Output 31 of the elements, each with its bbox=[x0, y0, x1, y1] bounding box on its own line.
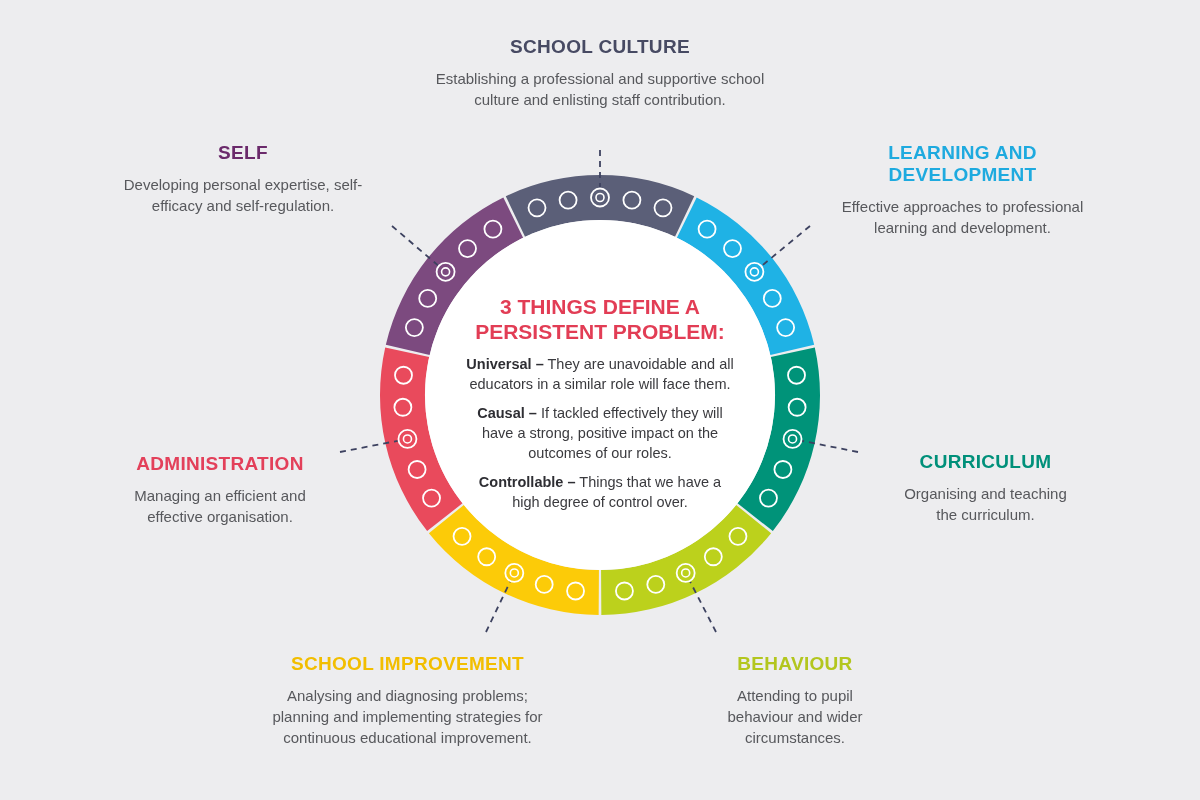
definition-text: Controllable – Things that we have a high degree of control over. bbox=[477, 473, 723, 512]
category-description: Establishing a professional and supportive school culture and enlisting staff contribution. bbox=[434, 69, 766, 110]
leader-line bbox=[689, 580, 717, 633]
leader-line bbox=[391, 225, 439, 267]
leader-line bbox=[339, 439, 399, 453]
category-heading: CURRICULUM bbox=[919, 451, 1052, 473]
leader-line bbox=[801, 440, 859, 453]
target-icon bbox=[782, 429, 803, 449]
category-description: Developing personal expertise, self-efficacy and self-regulation. bbox=[122, 175, 364, 216]
center-title: 3 THINGS DEFINE A PERSISTENT PROBLEM: bbox=[475, 294, 725, 344]
category-description: Analysing and diagnosing problems; planning and implementing strategies for continuous educational improvement. bbox=[271, 686, 544, 748]
category-description: Organising and teaching the curriculum. bbox=[903, 484, 1068, 525]
category-description: Effective approaches to professional learning and development. bbox=[840, 197, 1085, 238]
category-heading: SCHOOL CULTURE bbox=[510, 36, 690, 58]
leader-line bbox=[761, 225, 811, 267]
category-heading: SCHOOL IMPROVEMENT bbox=[290, 653, 525, 675]
leader-line bbox=[599, 149, 601, 189]
target-icon bbox=[504, 563, 525, 583]
definition-text: Causal – If tackled effectively they will have a strong, positive impact on the outcomes of our roles. bbox=[476, 404, 724, 463]
category-description: Managing an efficient and effective organisation. bbox=[133, 486, 307, 527]
category-heading: ADMINISTRATION bbox=[136, 453, 304, 475]
target-icon bbox=[744, 261, 765, 282]
target-icon bbox=[675, 563, 696, 583]
category-heading: LEARNING AND DEVELOPMENT bbox=[887, 142, 1038, 186]
category-heading: SELF bbox=[218, 142, 268, 164]
target-icon bbox=[590, 187, 610, 208]
target-icon bbox=[435, 261, 456, 282]
target-icon bbox=[397, 429, 418, 449]
category-heading: BEHAVIOUR bbox=[737, 653, 853, 675]
definition-text: Universal – They are unavoidable and all educators in a similar role will face them. bbox=[465, 355, 735, 394]
category-description: Attending to pupil behaviour and wider circumstances. bbox=[726, 686, 864, 748]
